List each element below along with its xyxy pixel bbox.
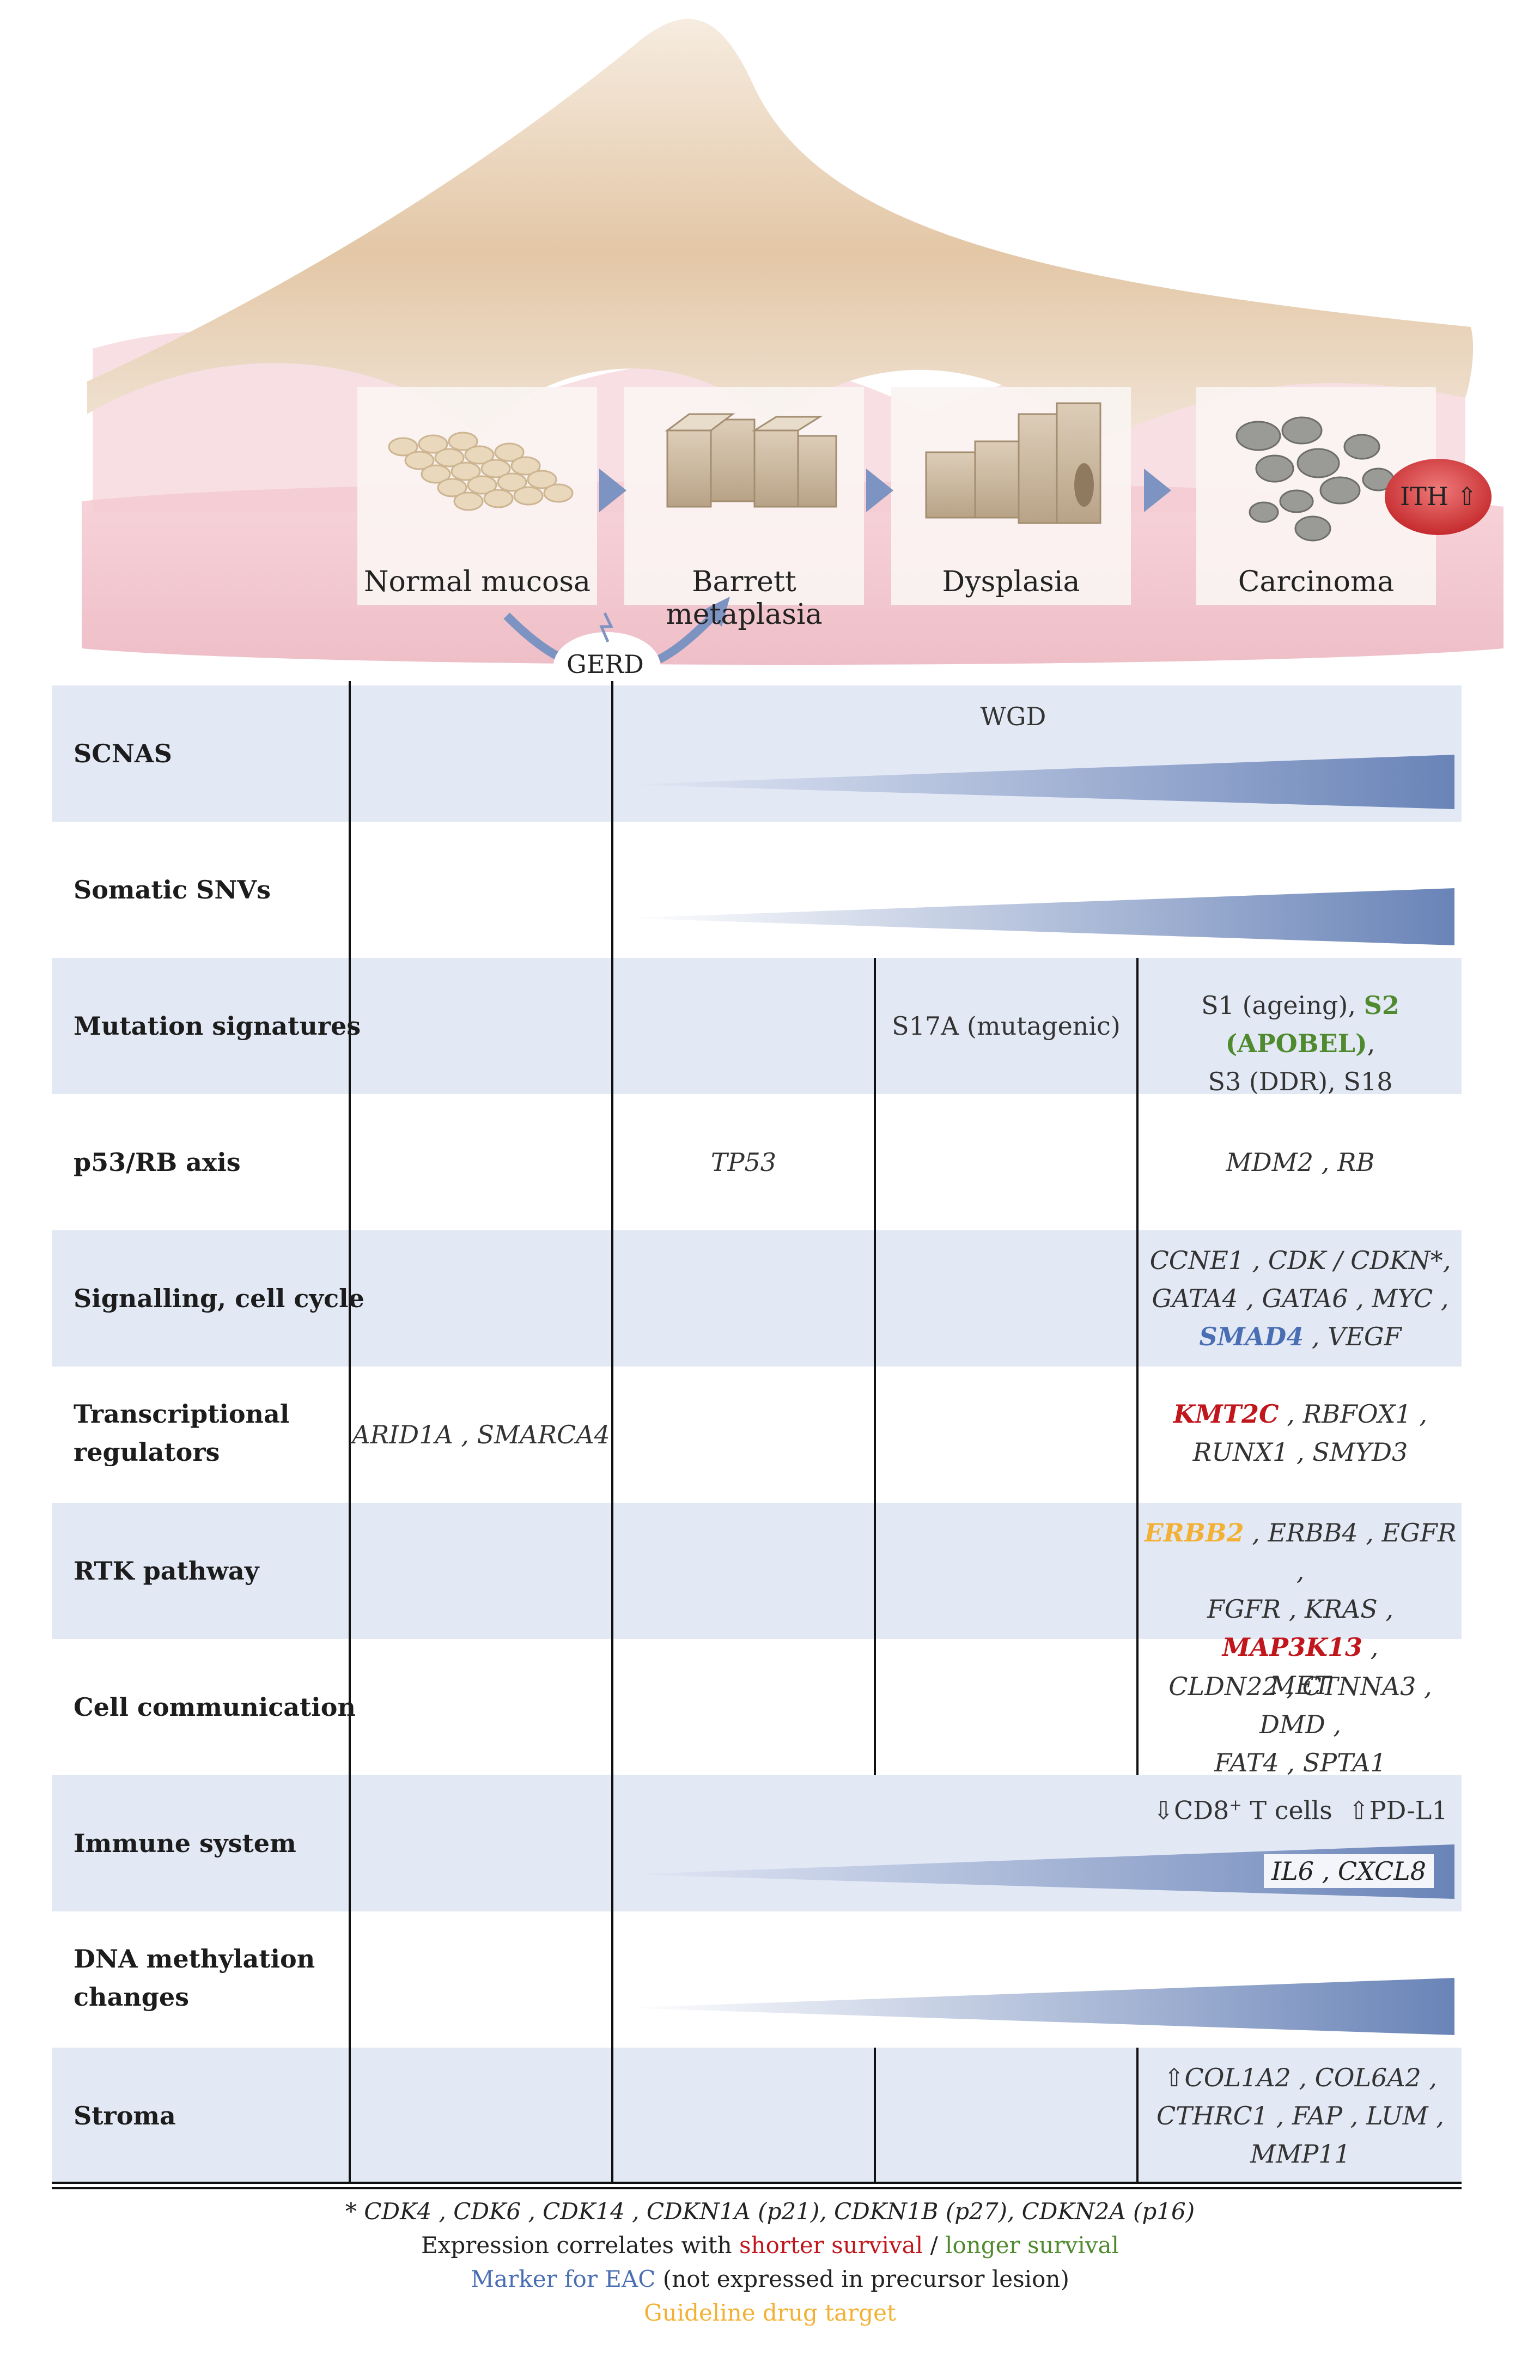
signature-carcinoma: S1 (ageing), S2 (APOBEL), S3 (DDR), S18 — [1201, 991, 1399, 1096]
footnote-guideline: Guideline drug target — [644, 2299, 896, 2326]
table-bottom-rule — [52, 2182, 1462, 2184]
p53-carcinoma: MDM2 , RB — [1226, 1148, 1375, 1177]
column-divider — [349, 681, 351, 2184]
row-label-immune: Immune system — [74, 1829, 296, 1858]
table-row-rtk — [52, 1503, 1462, 1639]
row-label-communication: Cell communication — [74, 1692, 356, 1722]
gerd-bubble — [553, 632, 660, 697]
immune-cells: ⇩CD8+ T cells ⇧PD-L1 — [1153, 1795, 1448, 1825]
stage-label-normal: Normal mucosa — [363, 566, 591, 598]
p53-barrett: TP53 — [710, 1148, 777, 1177]
signature-dysplasia: S17A (mutagenic) — [892, 1011, 1121, 1041]
arrow-icon — [599, 469, 626, 512]
stage-label-dysplasia: Dysplasia — [942, 566, 1080, 598]
column-divider — [1136, 2048, 1139, 2184]
column-divider — [874, 958, 876, 1775]
up-arrow-icon: ⇧ — [1456, 482, 1478, 511]
scnas-wedge — [626, 755, 1454, 809]
signalling-carcinoma: CCNE1 , CDK / CDKN*, GATA4 , GATA6 , MYC… — [1149, 1246, 1451, 1351]
barrett-blocks-icon — [665, 413, 837, 508]
stage-label-carcinoma: Carcinoma — [1238, 566, 1395, 598]
column-divider — [874, 2048, 876, 2184]
row-label-signatures: Mutation signatures — [74, 1011, 361, 1041]
tissue-illustration — [82, 19, 1504, 697]
footnote-survival: Expression correlates with shorter survi… — [421, 2232, 1119, 2258]
arrow-icon — [866, 469, 893, 512]
immune-wedge — [626, 1844, 1454, 1899]
stage-label-barrett: Barrett metaplasia — [666, 566, 823, 631]
gerd-arrowhead-icon — [703, 597, 730, 627]
up-arrow-icon: ⇧ — [1348, 1795, 1369, 1825]
table-row-signatures — [52, 958, 1462, 1094]
ith-badge — [1385, 459, 1492, 535]
column-divider — [611, 681, 613, 2184]
transcription-normal: ARID1A , SMARCA4 — [352, 1420, 610, 1449]
down-arrow-icon: ⇩ — [1153, 1795, 1174, 1825]
stroma-carcinoma: ⇧COL1A2 , COL6A2 , CTHRC1 , FAP , LUM , … — [1156, 2063, 1445, 2169]
wgd-label: WGD — [980, 702, 1046, 731]
footnote-marker: Marker for EAC (not expressed in precurs… — [471, 2266, 1069, 2292]
snvs-wedge — [626, 888, 1454, 945]
dysplasia-blocks-icon — [925, 402, 1101, 524]
row-label-stroma: Stroma — [74, 2101, 176, 2130]
table-row-signalling — [52, 1230, 1462, 1367]
footnote-genes: * CDK4 , CDK6 , CDK14 , CDKN1A (p21), CD… — [345, 2198, 1195, 2225]
arrow-icon — [1144, 469, 1171, 512]
lightning-icon — [599, 612, 613, 642]
ith-label: ITH ⇧ — [1400, 482, 1478, 511]
normal-cells-icon — [388, 432, 574, 511]
row-label-scnas: SCNAS — [74, 739, 172, 768]
column-divider — [1136, 958, 1139, 1775]
immune-markers: IL6 , CXCL8 — [1264, 1854, 1434, 1888]
table-row-stroma — [52, 2048, 1462, 2184]
row-label-rtk: RTK pathway — [74, 1556, 259, 1586]
row-label-p53: p53/RB axis — [74, 1148, 241, 1177]
up-arrow-icon: ⇧ — [1163, 2063, 1185, 2092]
row-label-snvs: Somatic SNVs — [74, 875, 271, 904]
rtk-carcinoma: ERBB2 , ERBB4 , EGFR , FGFR , KRAS , MAP… — [1144, 1518, 1457, 1700]
transcription-carcinoma: KMT2C , RBFOX1 , RUNX1 , SMYD3 — [1173, 1399, 1428, 1467]
row-label-signalling: Signalling, cell cycle — [74, 1284, 364, 1313]
communication-carcinoma: CLDN22 , CTNNA3 , DMD , FAT4 , SPTA1 — [1168, 1672, 1432, 1777]
mucosa-fold — [87, 19, 1474, 441]
gerd-label: GERD — [567, 649, 644, 679]
table-bottom-rule — [52, 2187, 1462, 2189]
methylation-wedge — [626, 1978, 1454, 2035]
